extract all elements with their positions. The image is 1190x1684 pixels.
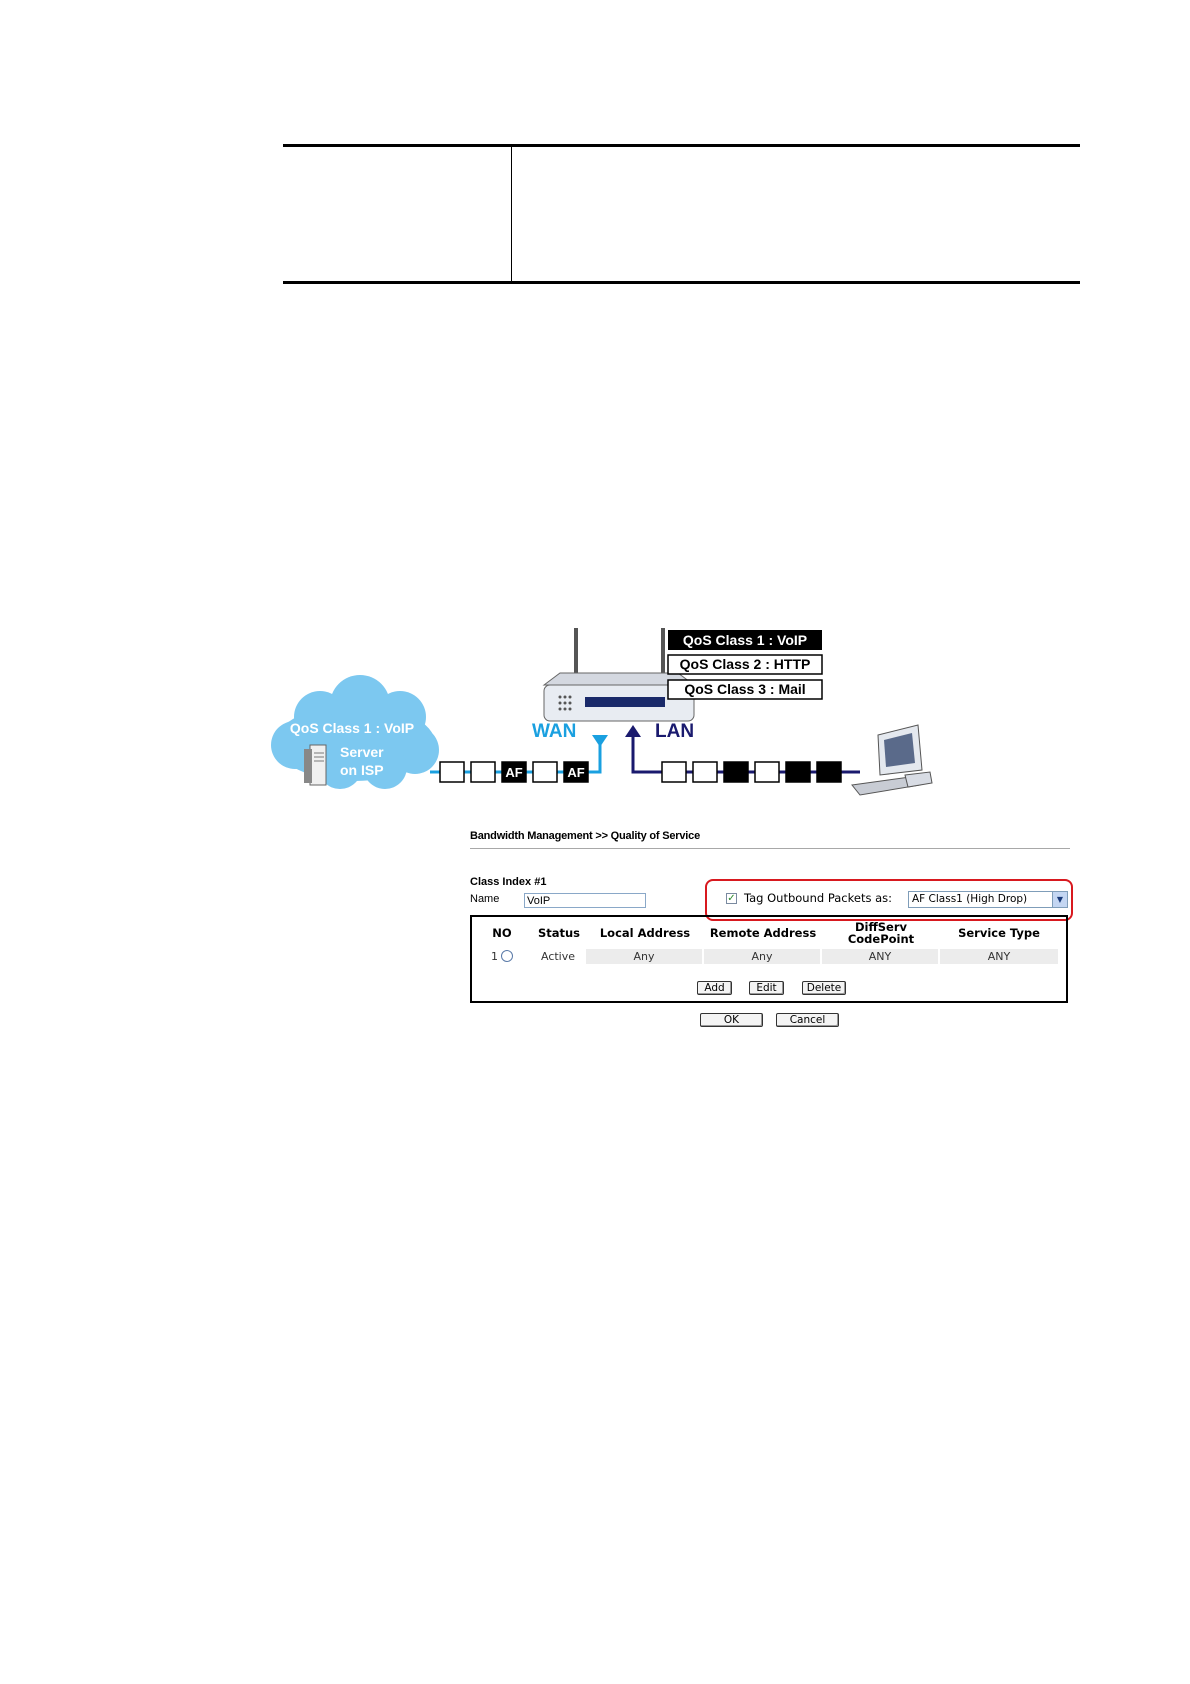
col-header-status: Status: [537, 926, 581, 940]
lan-link: [631, 735, 860, 774]
lan-packet: [754, 761, 780, 783]
lan-packet: [692, 761, 718, 783]
col-header-service-type: Service Type: [958, 926, 1040, 940]
lan-arrow-icon: [625, 725, 641, 737]
breadcrumb-divider: [470, 848, 1070, 849]
wan-packet: [470, 761, 496, 783]
legend-class-3: QoS Class 3 : Mail: [684, 681, 805, 697]
legend-class-2: QoS Class 2 : HTTP: [680, 656, 811, 672]
lan-label: LAN: [655, 721, 694, 742]
lan-packet-dark: [723, 761, 749, 783]
name-input[interactable]: VoIP: [524, 893, 646, 908]
row-codepoint: ANY: [822, 949, 938, 964]
row-local-address: Any: [586, 949, 702, 964]
breadcrumb: Bandwidth Management >> Quality of Servi…: [470, 830, 700, 842]
lan-packet-dark: [816, 761, 842, 783]
wan-packet-af: [563, 761, 589, 783]
lan-packet-dark: [785, 761, 811, 783]
qos-network-diagram: QoS Class 1 : VoIP Server on ISP AF AF W…: [271, 628, 933, 796]
col-header-remote-address: Remote Address: [709, 926, 817, 940]
computer-icon: [851, 724, 933, 796]
row-select-radio[interactable]: [501, 950, 513, 962]
wan-arrow-icon: [592, 735, 608, 747]
col-header-no: NO: [492, 926, 512, 940]
edit-button[interactable]: Edit: [749, 981, 784, 995]
rules-table: NO Status Local Address Remote Address D…: [470, 915, 1068, 1003]
row-service-type: ANY: [940, 949, 1058, 964]
class-index-label: Class Index #1: [470, 876, 547, 888]
qos-class-legend: QoS Class 1 : VoIP QoS Class 2 : HTTP Qo…: [667, 630, 823, 700]
chevron-down-icon[interactable]: ▼: [1052, 892, 1067, 907]
col-header-diffserv-line2: CodePoint: [847, 932, 915, 946]
tag-class-value: AF Class1 (High Drop): [912, 893, 1028, 905]
col-header-local-address: Local Address: [599, 926, 691, 940]
server-label-line1: Server: [340, 744, 384, 760]
ok-button[interactable]: OK: [700, 1013, 763, 1027]
add-button[interactable]: Add: [697, 981, 732, 995]
col-header-diffserv: DiffServ CodePoint: [822, 917, 940, 949]
row-no: 1: [491, 950, 498, 963]
wan-packet: [532, 761, 558, 783]
server-icon: [304, 744, 327, 786]
qos-panel: Bandwidth Management >> Quality of Servi…: [470, 830, 1073, 1027]
row-no-cell: 1: [474, 949, 530, 964]
table-column-divider: [511, 147, 512, 281]
col-header-diffserv-line1: DiffServ: [854, 920, 908, 934]
tag-outbound-checkbox[interactable]: ✓: [726, 893, 737, 904]
tag-highlight-box: [705, 879, 1073, 921]
tag-class-select[interactable]: AF Class1 (High Drop) ▼: [908, 891, 1068, 908]
wan-label: WAN: [532, 721, 576, 742]
af-label: AF: [567, 765, 584, 780]
wan-packet: [439, 761, 465, 783]
lan-packet: [661, 761, 687, 783]
cloud-title: QoS Class 1 : VoIP: [290, 720, 414, 736]
server-label-line2: on ISP: [340, 762, 384, 778]
delete-button[interactable]: Delete: [802, 981, 846, 995]
row-status: Active: [532, 949, 584, 964]
row-remote-address: Any: [704, 949, 820, 964]
name-label: Name: [470, 893, 500, 905]
cancel-button[interactable]: Cancel: [776, 1013, 839, 1027]
wan-packet-af: [501, 761, 527, 783]
legend-class-1: QoS Class 1 : VoIP: [683, 632, 807, 648]
router-icon: [542, 628, 696, 722]
tag-outbound-label: Tag Outbound Packets as:: [744, 891, 893, 905]
af-label: AF: [505, 765, 522, 780]
top-table: [283, 144, 1080, 284]
